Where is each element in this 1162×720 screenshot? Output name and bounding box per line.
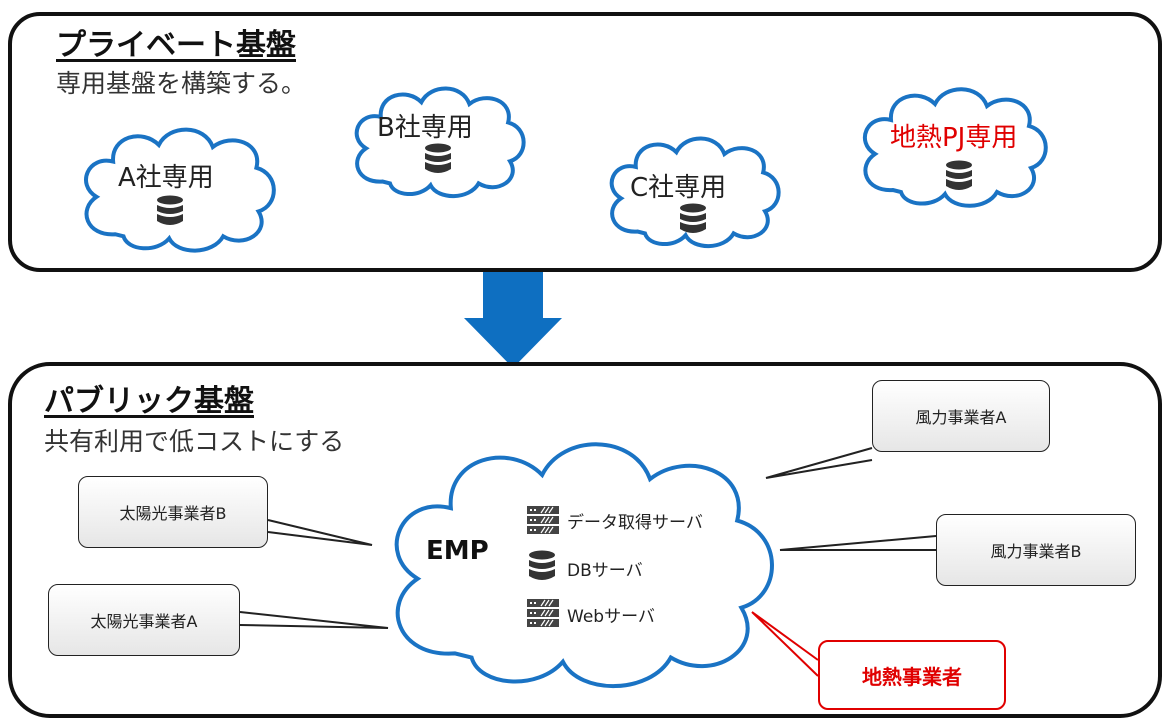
public-platform-subtitle: 共有利用で低コストにする	[44, 427, 345, 456]
connector-geothermal	[751, 611, 819, 677]
callout-wind-a: 風力事業者A	[872, 380, 1050, 452]
database-icon	[529, 550, 555, 580]
connector-wind-b	[779, 535, 937, 551]
cloud-label-a-company: A社専用	[118, 163, 214, 193]
connector-solar-a	[239, 611, 389, 629]
cloud-label-c-company: C社専用	[630, 173, 727, 203]
private-platform-subtitle: 専用基盤を構築する。	[56, 69, 307, 98]
connector-solar-b	[267, 519, 373, 546]
database-icon	[425, 143, 451, 173]
callout-solar-a: 太陽光事業者A	[48, 584, 240, 656]
cloud-label-geothermal-pj: 地熱PJ専用	[890, 123, 1018, 153]
public-platform-title: パブリック基盤	[44, 384, 254, 419]
private-platform-title: プライベート基盤	[56, 28, 296, 63]
callout-geothermal: 地熱事業者	[818, 640, 1006, 710]
platform-name: EMP	[426, 536, 489, 566]
transition-arrow	[464, 272, 562, 368]
rack-server-icon	[526, 598, 560, 628]
server-label-data-acquisition: データ取得サーバ	[567, 513, 703, 533]
server-label-web: Webサーバ	[567, 607, 655, 627]
cloud-label-b-company: B社専用	[377, 113, 473, 143]
rack-server-icon	[526, 505, 560, 535]
connector-wind-a	[765, 447, 873, 479]
callout-solar-b: 太陽光事業者B	[78, 476, 268, 548]
server-label-db: DBサーバ	[567, 561, 643, 581]
private-platform-frame	[8, 12, 1162, 272]
database-icon	[946, 160, 972, 190]
database-icon	[680, 203, 706, 233]
callout-wind-b: 風力事業者B	[936, 514, 1136, 586]
database-icon	[157, 195, 183, 225]
